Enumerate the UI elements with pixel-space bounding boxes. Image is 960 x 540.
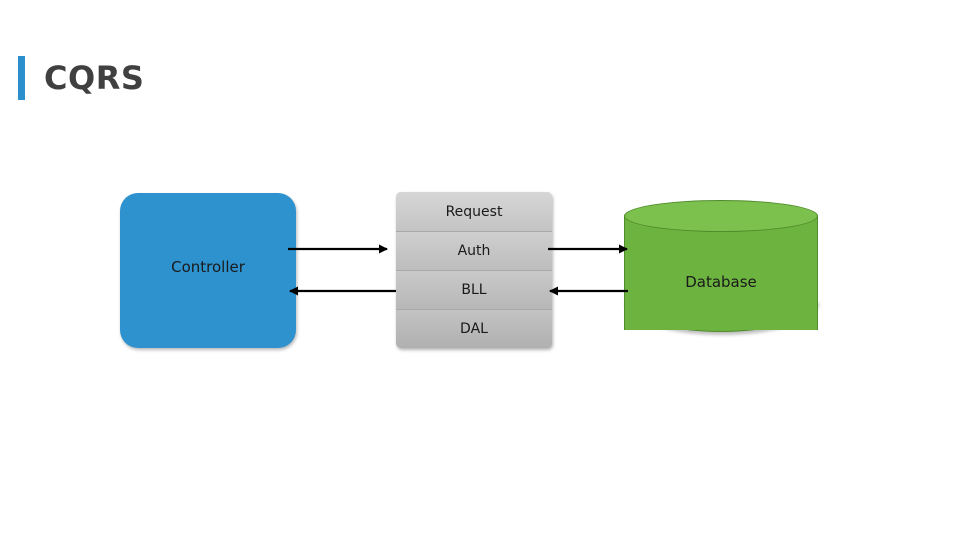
database-cylinder-body [624, 216, 818, 330]
controller-node [120, 193, 296, 348]
database-node [624, 200, 818, 346]
layer-row-auth: Auth [396, 232, 552, 271]
page-title: CQRS [44, 59, 145, 97]
controller-node-label: Controller [171, 258, 245, 276]
layer-row-dal: DAL [396, 310, 552, 348]
layers-node: Request Auth BLL DAL [396, 192, 552, 348]
title-accent-bar [18, 56, 25, 100]
database-node-label: Database [685, 273, 757, 291]
database-cylinder-top [624, 200, 818, 232]
layer-row-request: Request [396, 192, 552, 232]
layer-row-bll: BLL [396, 271, 552, 310]
